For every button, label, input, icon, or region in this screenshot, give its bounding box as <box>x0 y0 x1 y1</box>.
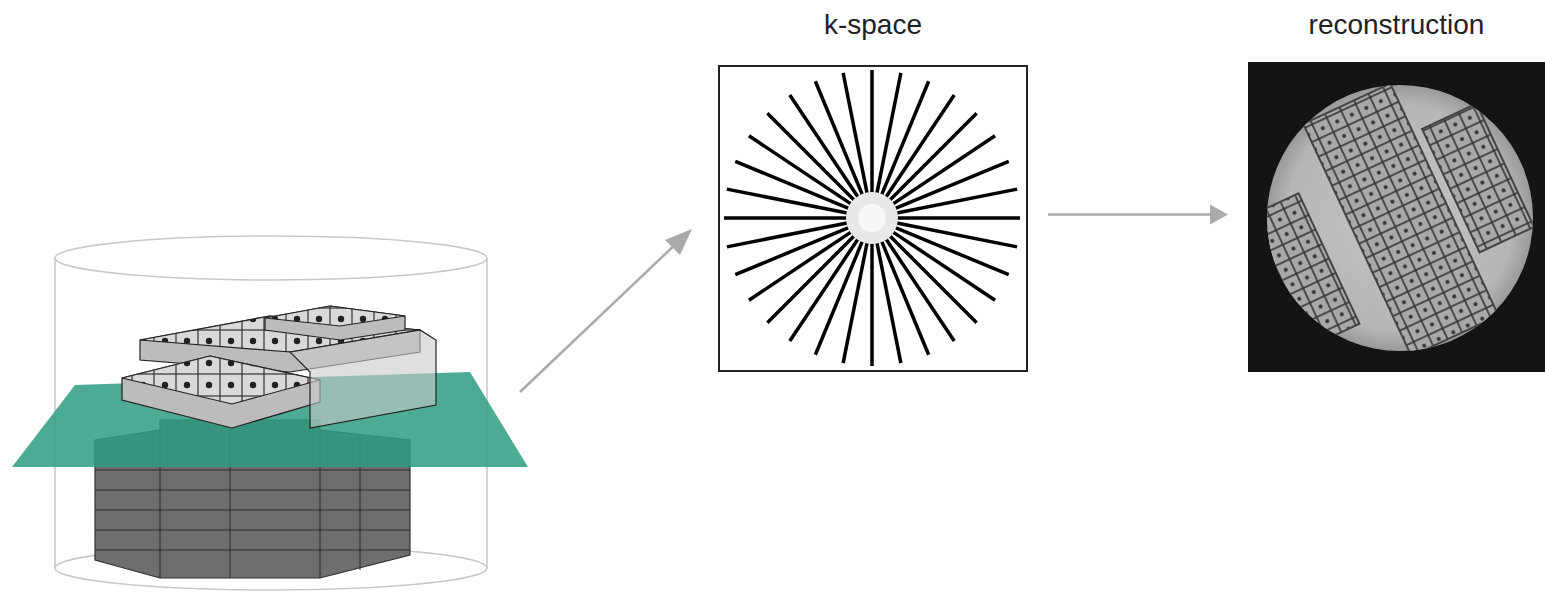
spoke-line <box>843 73 867 195</box>
spoke-line <box>790 95 859 198</box>
radial-spokes <box>724 70 1020 366</box>
spoke-line <box>870 242 874 366</box>
kspace-center <box>846 192 898 244</box>
phantom-illustration <box>12 236 528 590</box>
panel-heading: reconstruction <box>1248 5 1545 45</box>
spoke-line <box>896 216 1020 220</box>
spoke-line <box>894 227 1009 274</box>
panel-frame <box>1248 65 1545 375</box>
spoke-line <box>896 189 1018 213</box>
flow-arrow <box>1048 205 1228 225</box>
kspace-panel: k-space <box>718 5 1028 372</box>
acquisition-arrow <box>520 229 692 392</box>
spoke-line <box>870 70 874 194</box>
panel-frame <box>718 65 1028 372</box>
spoke-line <box>724 216 848 220</box>
spoke-line <box>881 81 928 196</box>
spoke-line <box>877 242 901 364</box>
spoke-line <box>815 240 862 355</box>
spoke-line <box>885 238 954 341</box>
panel-heading: k-space <box>718 5 1028 45</box>
spoke-line <box>749 231 852 300</box>
spoke-line <box>727 223 849 247</box>
reconstruction-image <box>1241 62 1545 372</box>
reconstruction-panel: reconstruction <box>1248 5 1545 375</box>
spoke-line <box>735 161 850 208</box>
spoke-line <box>892 136 995 205</box>
